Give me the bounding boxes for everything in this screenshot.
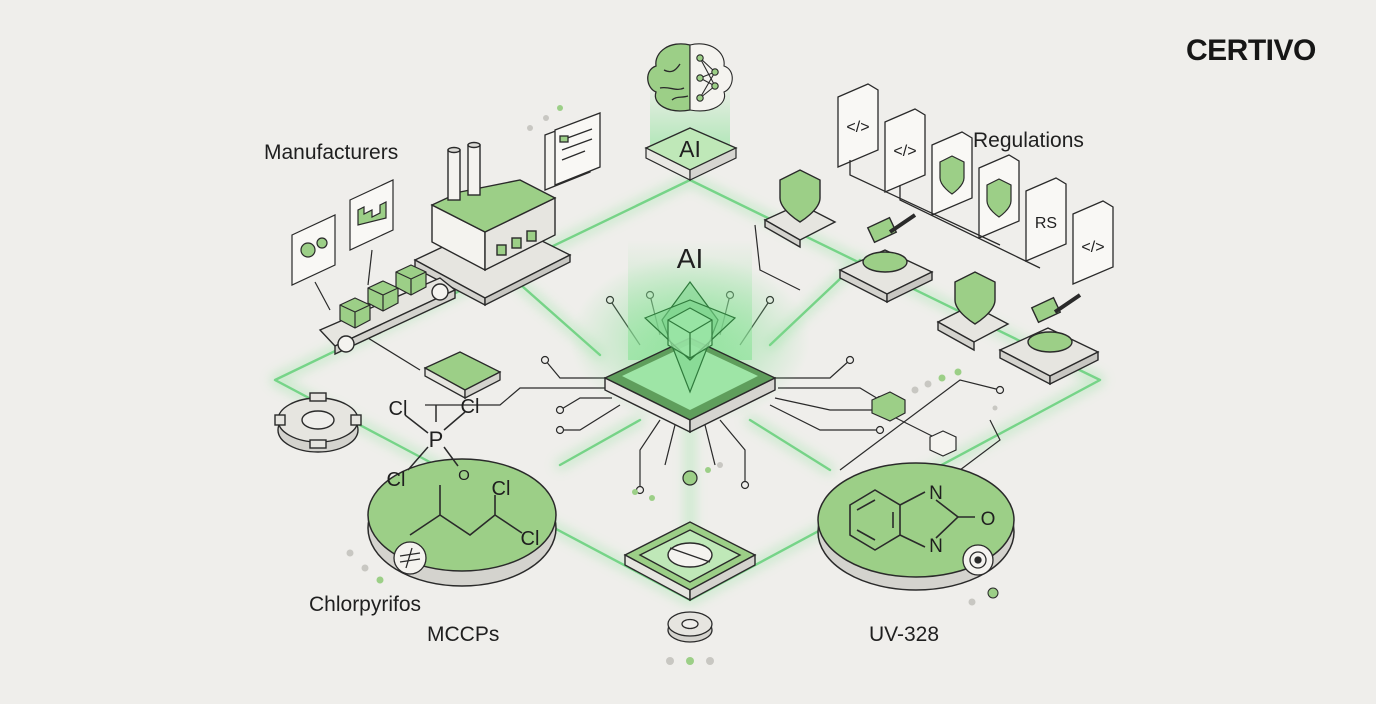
- uv328-structure: [849, 489, 975, 551]
- document-icon: [837, 83, 879, 168]
- mccps-label: MCCPs: [427, 623, 499, 646]
- neural-network-icon: [689, 43, 733, 112]
- ai-brain-node: AI: [644, 43, 738, 181]
- uv328-o: O: [981, 509, 996, 530]
- mccps-cl-2: Cl: [521, 528, 540, 550]
- decor-dots: [346, 549, 384, 584]
- chlorpyrifos-labels: P Cl Cl Cl O: [387, 396, 480, 491]
- doc-code-2: </>: [893, 143, 916, 160]
- regulation-documents: [837, 83, 1114, 285]
- factory-screen-icon: [527, 105, 601, 191]
- uv328-label: UV-328: [869, 623, 939, 646]
- chem-o: O: [458, 467, 470, 484]
- ai-center-label: AI: [677, 243, 703, 274]
- mccps-cl-1: Cl: [492, 478, 511, 500]
- box-icon: [871, 391, 957, 457]
- doc-code-1: </>: [846, 119, 869, 136]
- decor-dots: [968, 587, 999, 606]
- factory-small-icon: [357, 201, 387, 226]
- manufacturers-label: Manufacturers: [264, 141, 398, 164]
- document-icon: [1072, 200, 1114, 285]
- chem-cl-2: Cl: [461, 396, 480, 418]
- bottom-tile: [623, 521, 757, 602]
- box-icon: [339, 264, 427, 329]
- chlorpyrifos-structure: [404, 405, 466, 471]
- document-icon: [884, 108, 926, 193]
- factory-icon: [413, 141, 572, 307]
- shield-icon: [763, 169, 837, 249]
- decor-dots: [632, 462, 723, 665]
- gear-icon: [274, 392, 362, 453]
- shield-icon: [936, 271, 1010, 352]
- manufacturer-cards: [291, 179, 394, 311]
- gear-icon: [962, 544, 994, 576]
- ai-star-polyhedron-icon: [643, 280, 737, 394]
- mccps-structure: [409, 485, 523, 536]
- gear-icon: [300, 237, 328, 258]
- doc-code-3: </>: [1081, 239, 1104, 256]
- mccps-badge-icon: [393, 541, 427, 575]
- document-icon: [1025, 177, 1067, 262]
- central-ai-chip: AI: [570, 240, 810, 434]
- conveyor-icon: [318, 277, 457, 356]
- regulations-label: Regulations: [973, 129, 1084, 152]
- ai-top-label: AI: [679, 136, 701, 162]
- doc-rs: RS: [1035, 215, 1057, 232]
- decor-dots: [911, 368, 998, 411]
- chlorpyrifos-label: Chlorpyrifos: [309, 593, 421, 616]
- chem-cl-1: Cl: [389, 398, 408, 420]
- small-tray-icon: [423, 351, 502, 400]
- brain-icon: [647, 43, 691, 112]
- regulation-doc-content: </> </> RS </>: [846, 119, 1104, 256]
- chem-cl-3: Cl: [387, 469, 406, 491]
- uv328-n-2: N: [929, 536, 943, 557]
- gavel-icon: [998, 293, 1100, 386]
- uv328-n-1: N: [929, 483, 943, 504]
- chem-p: P: [429, 427, 444, 452]
- shield-icon: [939, 155, 1012, 218]
- gear-icon: [667, 611, 713, 643]
- brand-logo: CERTIVO: [1186, 34, 1316, 67]
- gavel-icon: [838, 213, 934, 304]
